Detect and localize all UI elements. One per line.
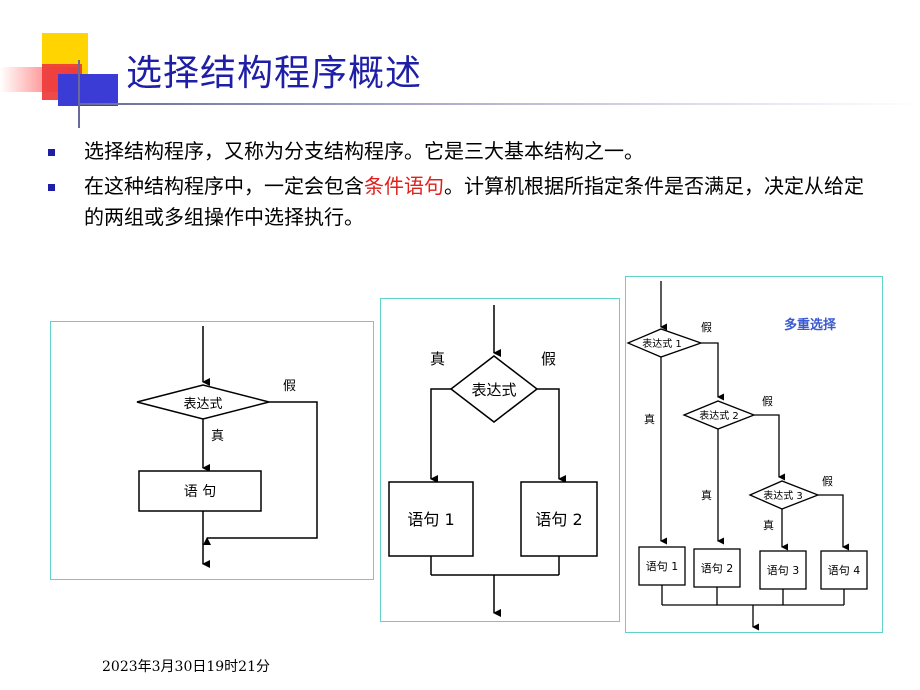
bullet-text: 选择结构程序，又称为分支结构程序。它是三大基本结构之一。 [84, 139, 644, 163]
expression-1-label: 表达式 1 [642, 337, 682, 350]
false-branch-line [203, 401, 318, 545]
statement-label: 语 句 [184, 484, 216, 500]
statement-4-box [820, 550, 868, 590]
false-branch-line [701, 342, 724, 401]
false-label: 假 [822, 474, 833, 488]
statement-2-label: 语句 2 [535, 510, 582, 529]
statement-box [138, 470, 262, 512]
false-label: 假 [283, 379, 296, 394]
expression-2-label: 表达式 2 [699, 409, 739, 422]
true-label: 真 [644, 412, 655, 426]
highlight-keyword: 条件语句 [364, 174, 444, 198]
false-label: 假 [701, 320, 712, 334]
corner-decoration [0, 0, 120, 130]
true-label: 真 [211, 429, 224, 444]
bullet-item-2: 在这种结构程序中，一定会包含条件语句。计算机根据所指定条件是否满足，决定从给定的… [48, 171, 868, 233]
title-underline [78, 103, 920, 105]
vertical-rule [78, 60, 80, 128]
false-label: 假 [541, 350, 556, 368]
statement-1-label: 语句 1 [646, 560, 679, 573]
bullet-square-icon [48, 149, 55, 156]
true-label: 真 [701, 488, 712, 502]
statement-1-label: 语句 1 [407, 510, 454, 529]
bullet-text-after: 。计算机根据所指定条件是否满足，决定从给定的两组或多组操作中选择执行。 [84, 174, 864, 229]
true-label: 真 [430, 350, 445, 368]
expression-3-label: 表达式 3 [763, 489, 803, 502]
bullet-text-before: 在这种结构程序中，一定会包含 [84, 174, 364, 198]
single-branch-diagram: 表达式 真 语 句 假 [50, 321, 374, 580]
diagram-title: 多重选择 [784, 317, 837, 333]
blue-square [58, 74, 118, 106]
expression-label: 表达式 [471, 381, 516, 399]
statement-2-box [520, 481, 598, 557]
statement-1-box [388, 481, 474, 557]
two-way-branch-diagram: 表达式 真 假 语句 1 语句 2 [380, 298, 620, 622]
statement-3-label: 语句 3 [767, 564, 800, 577]
false-branch-line [754, 414, 785, 481]
true-branch-line [430, 388, 451, 483]
false-branch-line [818, 494, 849, 551]
false-label: 假 [762, 394, 773, 408]
multi-branch-diagram: 多重选择 表达式 1 假 真 表达式 2 假 真 表达式 3 假 真 语句 1 … [625, 276, 883, 633]
bullet-item-1: 选择结构程序，又称为分支结构程序。它是三大基本结构之一。 [48, 136, 868, 167]
slide-title: 选择结构程序概述 [126, 53, 423, 94]
expression-label: 表达式 [183, 397, 222, 412]
statement-2-label: 语句 2 [701, 562, 734, 575]
statement-4-label: 语句 4 [828, 564, 861, 577]
true-label: 真 [763, 518, 774, 532]
footer-date: 2023年3月30日19时21分 [102, 659, 270, 675]
false-branch-line [537, 388, 566, 483]
bullet-list: 选择结构程序，又称为分支结构程序。它是三大基本结构之一。 在这种结构程序中，一定… [48, 136, 868, 237]
statement-1-box [638, 546, 686, 586]
bullet-square-icon [48, 184, 55, 191]
